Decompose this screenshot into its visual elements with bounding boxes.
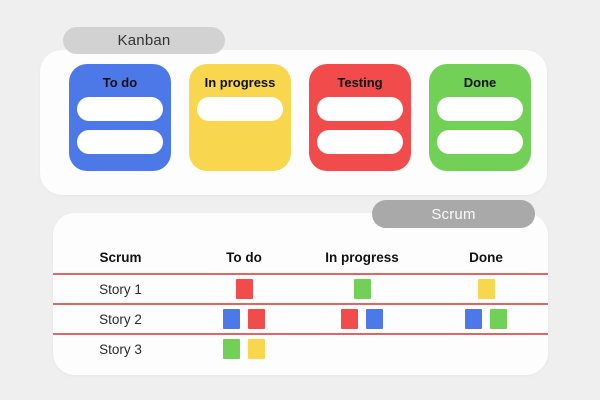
story-label: Story 2 [99, 311, 142, 327]
kanban-column-title: In progress [204, 75, 276, 90]
kanban-card[interactable] [77, 130, 163, 154]
story-2-in-progress-cell [300, 309, 424, 329]
kanban-section-pill: Kanban [63, 27, 225, 54]
scrum-section-label: Scrum [431, 205, 476, 223]
kanban-card[interactable] [317, 97, 403, 121]
kanban-card[interactable] [77, 97, 163, 121]
column-header-done: Done [469, 249, 503, 265]
kanban-column-to-do: To do [69, 64, 171, 171]
kanban-column-title: To do [102, 75, 138, 90]
story-chip-red[interactable] [235, 279, 253, 299]
kanban-column-in-progress: In progress [189, 64, 291, 171]
story-label: Story 3 [99, 341, 142, 357]
story-chip-green[interactable] [223, 339, 240, 359]
kanban-column-title: Testing [337, 75, 383, 90]
kanban-card[interactable] [317, 130, 403, 154]
kanban-card[interactable] [197, 97, 283, 121]
kanban-card[interactable] [437, 97, 523, 121]
kanban-column-testing: Testing [309, 64, 411, 171]
story-label: Story 1 [99, 281, 142, 297]
story-chip-red[interactable] [248, 309, 265, 329]
story-chip-blue[interactable] [366, 309, 383, 329]
table-row-story-1: Story 1 [53, 275, 548, 305]
story-2-done-cell [424, 309, 548, 329]
story-1-in-progress-cell [300, 279, 424, 299]
story-chip-green[interactable] [353, 279, 371, 299]
story-chip-yellow[interactable] [477, 279, 495, 299]
story-chip-yellow[interactable] [248, 339, 265, 359]
story-3-todo-cell [188, 339, 300, 359]
story-1-todo-cell [188, 279, 300, 299]
story-2-todo-cell [188, 309, 300, 329]
scrum-header-row: Scrum To do In progress Done [53, 241, 548, 275]
column-header-scrum: Scrum [99, 249, 142, 265]
story-chip-blue[interactable] [223, 309, 240, 329]
kanban-board: To do In progress Testing Done [40, 50, 547, 171]
story-chip-red[interactable] [341, 309, 358, 329]
story-chip-green[interactable] [490, 309, 507, 329]
kanban-column-done: Done [429, 64, 531, 171]
scrum-section-pill: Scrum [372, 200, 535, 228]
kanban-section-label: Kanban [117, 32, 171, 49]
column-header-in-progress: In progress [325, 249, 399, 265]
table-row-story-2: Story 2 [53, 305, 548, 335]
table-row-story-3: Story 3 [53, 335, 548, 363]
kanban-card[interactable] [437, 130, 523, 154]
kanban-panel: To do In progress Testing Done [40, 50, 547, 195]
kanban-column-title: Done [463, 75, 497, 90]
column-header-to-do: To do [226, 249, 262, 265]
story-1-done-cell [424, 279, 548, 299]
story-chip-blue[interactable] [465, 309, 482, 329]
